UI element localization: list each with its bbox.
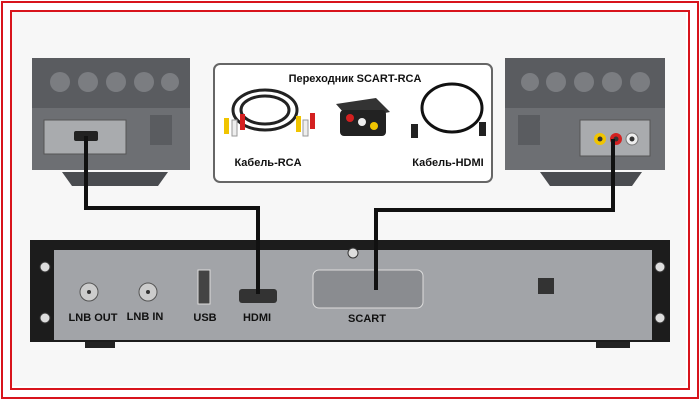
lnb-out-port xyxy=(79,282,99,302)
cable-legend-box: Переходник SCART-RCA Кабель-RCA Кабель-H… xyxy=(213,63,493,183)
left-tv xyxy=(32,58,190,186)
lnb-out-label: LNB OUT xyxy=(69,312,118,324)
hdmi-label: HDMI xyxy=(243,312,271,324)
hdmi-cable-label: Кабель-HDMI xyxy=(412,157,483,169)
lnb-in-port xyxy=(138,282,158,302)
scart-port xyxy=(312,269,424,309)
usb-label: USB xyxy=(193,312,216,324)
hdmi-cable-line xyxy=(84,136,260,294)
scart-label: SCART xyxy=(348,313,386,325)
hdmi-cable-image xyxy=(411,82,486,138)
right-tv xyxy=(505,58,665,186)
usb-port xyxy=(197,269,211,305)
rca-cable-image xyxy=(224,88,315,137)
lnb-in-label: LNB IN xyxy=(127,311,164,323)
scart-rca-adapter-image xyxy=(336,98,390,136)
rca-cable-label: Кабель-RCA xyxy=(234,157,301,169)
receiver-hdmi-port xyxy=(239,289,277,303)
rca-scart-cable-line xyxy=(374,139,615,290)
power-socket xyxy=(538,278,554,294)
adapter-title: Переходник SCART-RCA xyxy=(289,73,422,85)
satellite-receiver: LNB OUT LNB IN USB HDMI SCART xyxy=(30,240,670,348)
tv-rca-ports xyxy=(594,132,639,146)
